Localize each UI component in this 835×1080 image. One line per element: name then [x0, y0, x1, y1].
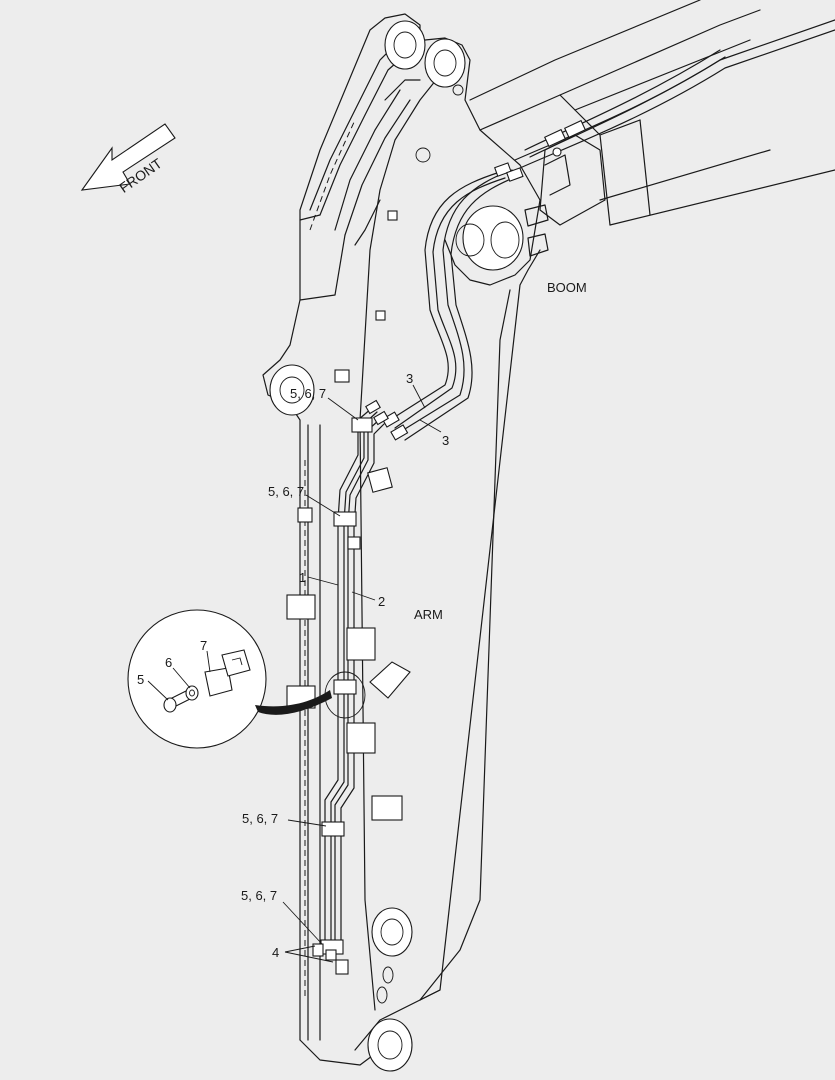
callout-3-lower: 3: [442, 433, 449, 448]
boom-hoses: [381, 162, 524, 441]
leader-lines: [147, 384, 442, 963]
callout-3-upper: 3: [406, 371, 413, 386]
arm-pipes: [312, 399, 389, 975]
arm-label: ARM: [414, 607, 443, 622]
detail-callout-6: 6: [165, 655, 172, 670]
front-direction-arrow: FRONT: [80, 123, 176, 196]
arm-pads: [286, 467, 411, 821]
callout-1: 1: [299, 570, 306, 585]
clamp-detail-view: [127, 609, 332, 749]
callout-2: 2: [378, 594, 385, 609]
boom-label: BOOM: [547, 280, 587, 295]
callout-567-lower: 5, 6, 7: [242, 811, 278, 826]
detail-callout-5: 5: [137, 672, 144, 687]
callout-567-top: 5, 6, 7: [290, 386, 326, 401]
boom-structure: [469, 0, 835, 257]
arm-structure: [262, 13, 541, 1072]
callout-labels: BOOM ARM 3 3 5, 6, 7 5, 6, 7 5, 6, 7 5, …: [137, 280, 587, 960]
callout-567-upper: 5, 6, 7: [268, 484, 304, 499]
detail-callout-7: 7: [200, 638, 207, 653]
callout-4: 4: [272, 945, 279, 960]
callout-567-bottom: 5, 6, 7: [241, 888, 277, 903]
